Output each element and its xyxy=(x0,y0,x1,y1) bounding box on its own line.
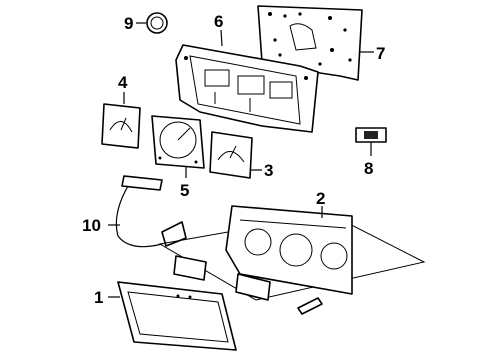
callout-6: 6 xyxy=(214,12,223,31)
callout-7: 7 xyxy=(376,44,385,63)
part-2-lens-assembly xyxy=(158,205,426,315)
callout-1: 1 xyxy=(94,288,103,307)
callout-2: 2 xyxy=(316,189,325,208)
part-8-switch xyxy=(355,127,387,156)
part-4-gauge xyxy=(101,92,141,149)
part-1-trim-bezel xyxy=(108,281,237,351)
part-9-ring xyxy=(136,12,168,34)
callout-4: 4 xyxy=(118,73,128,92)
part-3-gauge xyxy=(209,131,262,179)
callout-9: 9 xyxy=(124,14,133,33)
callout-10: 10 xyxy=(82,216,101,235)
callout-8: 8 xyxy=(364,159,373,178)
part-5-speedometer xyxy=(151,115,205,178)
part-10-speedo-cable xyxy=(108,175,187,248)
callout-3: 3 xyxy=(264,161,273,180)
callout-5: 5 xyxy=(180,181,189,200)
part-6-cluster-housing xyxy=(175,29,319,133)
part-7-rear-cover xyxy=(257,5,374,81)
